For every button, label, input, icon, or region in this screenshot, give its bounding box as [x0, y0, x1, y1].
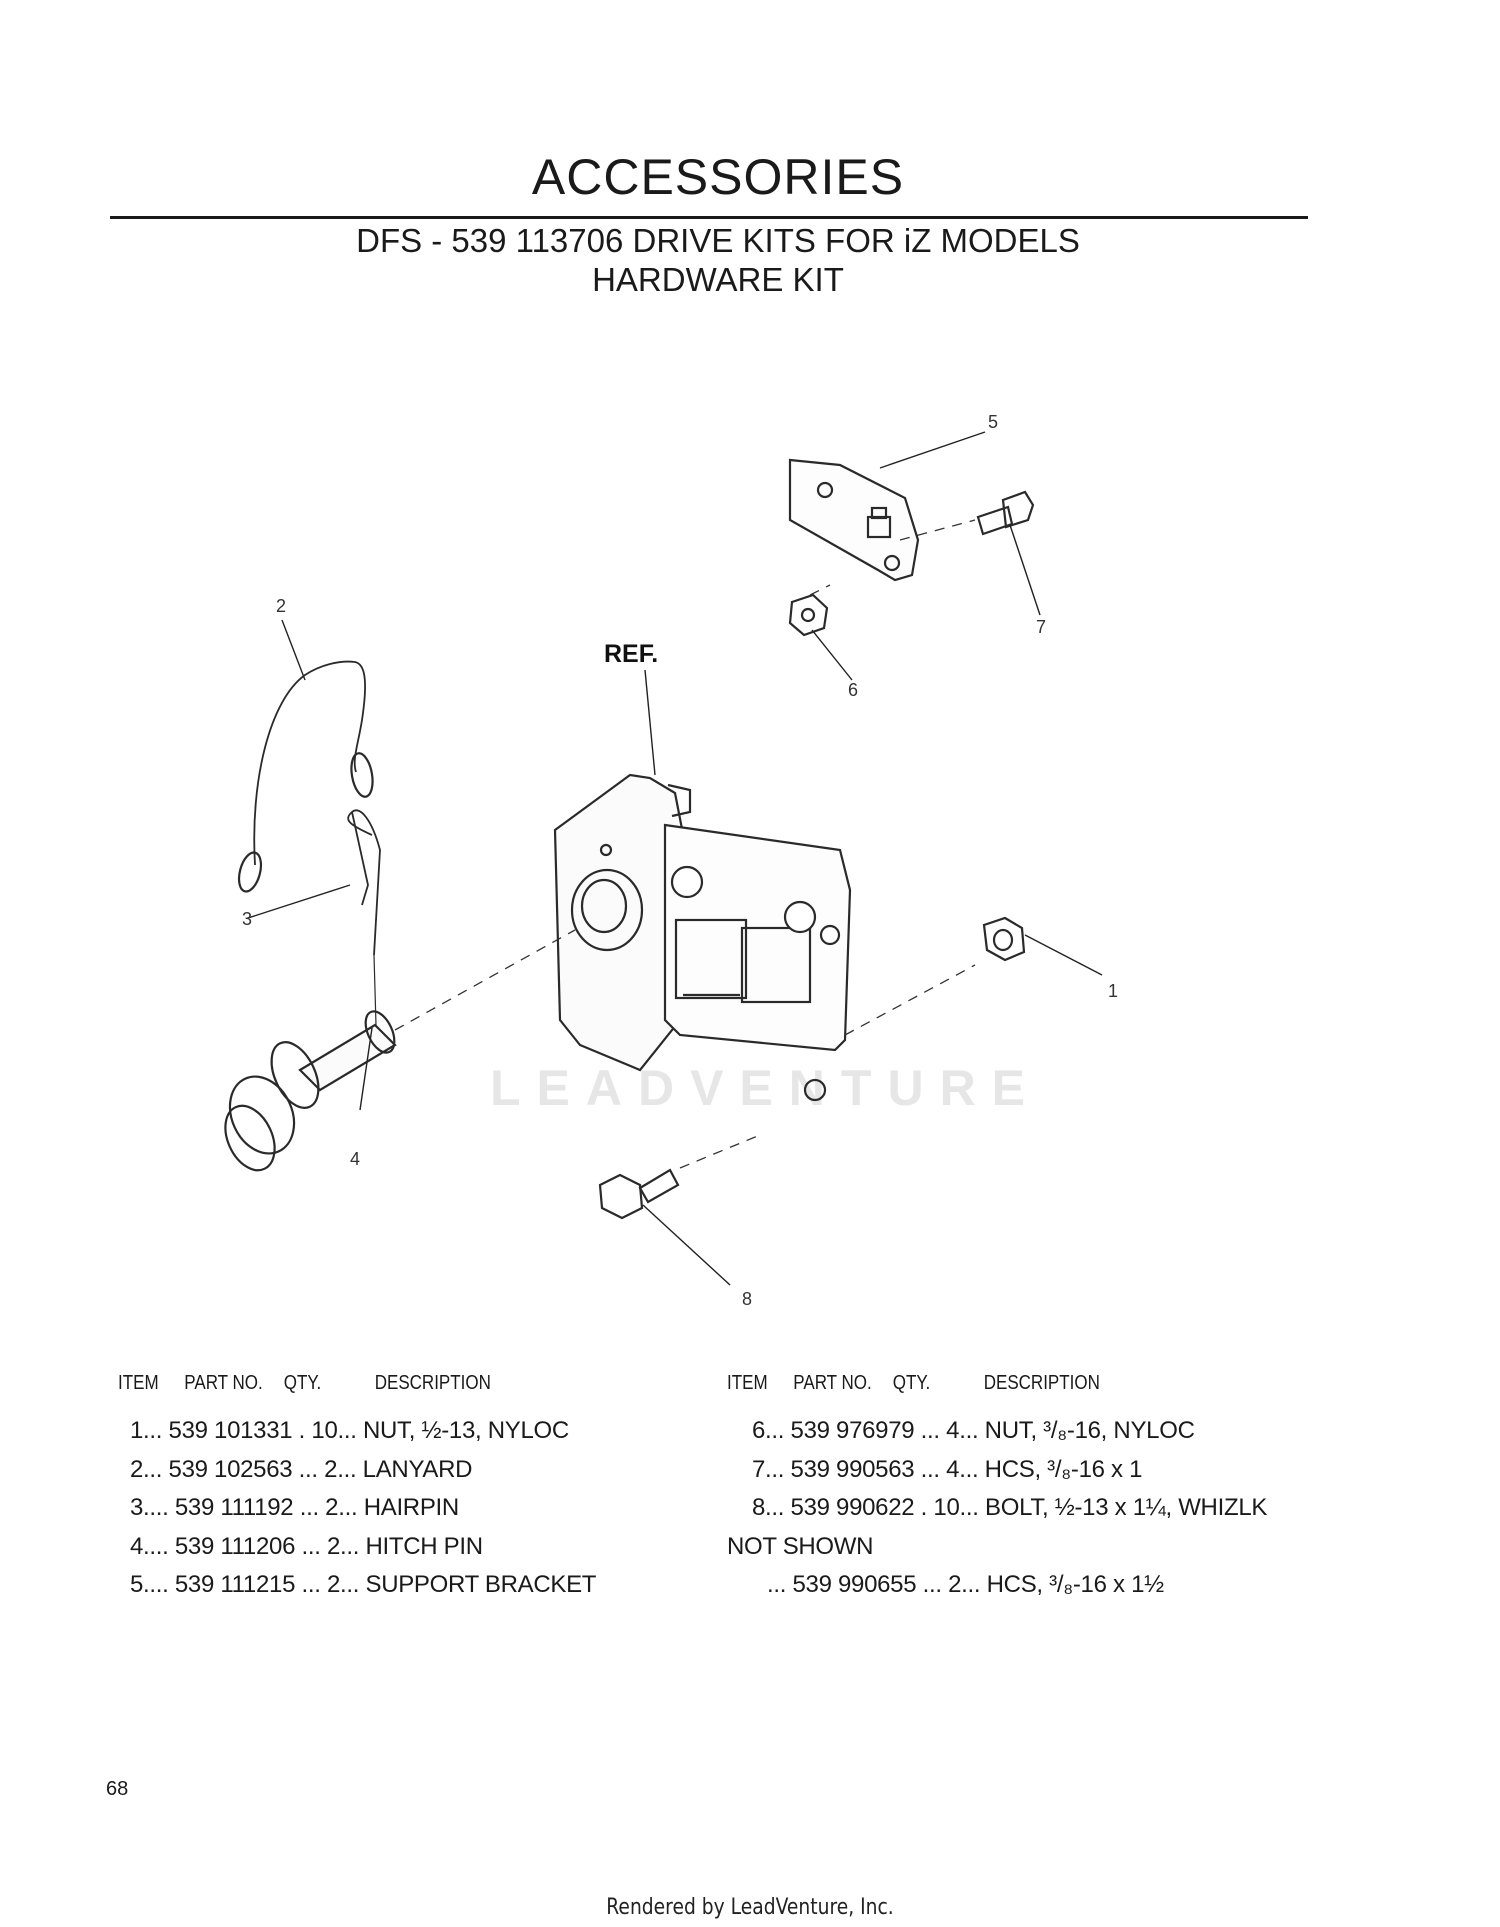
bolt-part-7: [976, 490, 1035, 536]
support-bracket: [788, 458, 920, 582]
watermark: LEADVENTURE: [490, 1060, 1041, 1116]
parts-row: 5.... 539 111215 ... 2... SUPPORT BRACKE…: [130, 1571, 597, 1598]
parts-list-right: ITEM PART NO. QTY. DESCRIPTION 6... 539 …: [727, 1372, 1267, 1605]
parts-row: 2... 539 102563 ... 2... LANYARD: [130, 1455, 473, 1483]
header-qty: QTY.: [283, 1372, 322, 1394]
page-title: ACCESSORIES: [531, 149, 905, 205]
not-shown-label: NOT SHOWN: [727, 1532, 874, 1560]
header-item: ITEM: [118, 1372, 159, 1394]
lanyard: [253, 660, 366, 866]
callout-7: 7: [1036, 617, 1046, 637]
parts-row: 7... 539 990563 ... 4... HCS, ³/₈-16 x 1: [752, 1455, 1143, 1483]
parts-row: 8... 539 990622 . 10... BOLT, ½-13 x 1¼,…: [752, 1494, 1268, 1521]
header-description: DESCRIPTION: [374, 1372, 491, 1394]
parts-header: ITEM PART NO. QTY. DESCRIPTION: [727, 1372, 1186, 1412]
callout-3: 3: [242, 909, 252, 929]
hairpin: [347, 809, 381, 956]
parts-header: ITEM PART NO. QTY. DESCRIPTION: [118, 1372, 524, 1412]
title-rule: [110, 216, 1308, 219]
parts-list-left: ITEM PART NO. QTY. DESCRIPTION 1... 539 …: [118, 1372, 596, 1605]
header-description: DESCRIPTION: [983, 1372, 1100, 1394]
caution-plate: [663, 823, 852, 1102]
nut-part-6: [788, 593, 829, 637]
kit-subtitle: DFS - 539 113706 DRIVE KITS FOR iZ MODEL…: [356, 222, 1080, 259]
exploded-parts-diagram: LEADVENTURE: [224, 412, 1118, 1309]
header-part-no: PART NO.: [184, 1372, 263, 1394]
page-number: 68: [106, 1778, 129, 1800]
lanyard-loop-lower: [237, 851, 263, 893]
callout-4: 4: [350, 1149, 360, 1169]
parts-row: 4.... 539 111206 ... 2... HITCH PIN: [130, 1532, 483, 1560]
parts-row: 1... 539 101331 . 10... NUT, ½-13, NYLOC: [130, 1417, 569, 1444]
header-qty: QTY.: [892, 1372, 931, 1394]
hitch-pin: [224, 954, 397, 1172]
callout-2: 2: [276, 596, 286, 616]
parts-row: 6... 539 976979 ... 4... NUT, ³/₈-16, NY…: [752, 1417, 1195, 1444]
callout-5: 5: [988, 412, 998, 432]
callout-6: 6: [848, 680, 858, 700]
header-item: ITEM: [727, 1372, 768, 1394]
callout-1: 1: [1108, 981, 1118, 1001]
footer-credit: Rendered by LeadVenture, Inc.: [606, 1895, 894, 1920]
bolt-part-8: [598, 1168, 680, 1220]
lanyard-loop-upper: [350, 752, 374, 798]
header-part-no: PART NO.: [793, 1372, 872, 1394]
nut-part-1: [982, 916, 1026, 962]
callout-8: 8: [742, 1289, 752, 1309]
kit-subtitle-2: HARDWARE KIT: [592, 261, 844, 298]
ref-label: REF.: [604, 640, 658, 668]
parts-row: ... 539 990655 ... 2... HCS, ³/₈-16 x 1½: [767, 1571, 1164, 1598]
parts-row: 3.... 539 111192 ... 2... HAIRPIN: [130, 1494, 459, 1521]
